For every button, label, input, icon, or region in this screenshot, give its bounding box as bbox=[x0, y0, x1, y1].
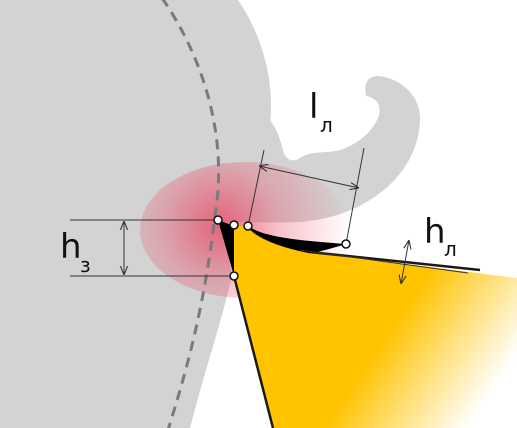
chip-length-ext-left bbox=[247, 149, 265, 227]
workpiece bbox=[0, 0, 272, 428]
marker-point bbox=[341, 239, 351, 249]
rake-depth-dim bbox=[401, 240, 409, 284]
dashed-circle-arc bbox=[161, 0, 221, 428]
marker-point bbox=[213, 215, 223, 225]
marker-point bbox=[229, 220, 239, 230]
chip-length-dim bbox=[259, 166, 359, 188]
marker-point bbox=[229, 271, 239, 281]
rake-wear bbox=[248, 226, 346, 253]
chip-length-label: l л bbox=[309, 87, 333, 137]
flank-wear bbox=[218, 220, 234, 276]
rake-depth-ext bbox=[299, 249, 469, 274]
tool-flank-edge bbox=[232, 275, 275, 428]
cutting-tool bbox=[234, 226, 517, 428]
marker-point bbox=[243, 221, 253, 231]
rake-wear-depth-label: h л bbox=[424, 212, 457, 261]
flank-wear-depth-label: h з bbox=[60, 227, 91, 277]
chip-length-ext-right bbox=[345, 147, 365, 245]
